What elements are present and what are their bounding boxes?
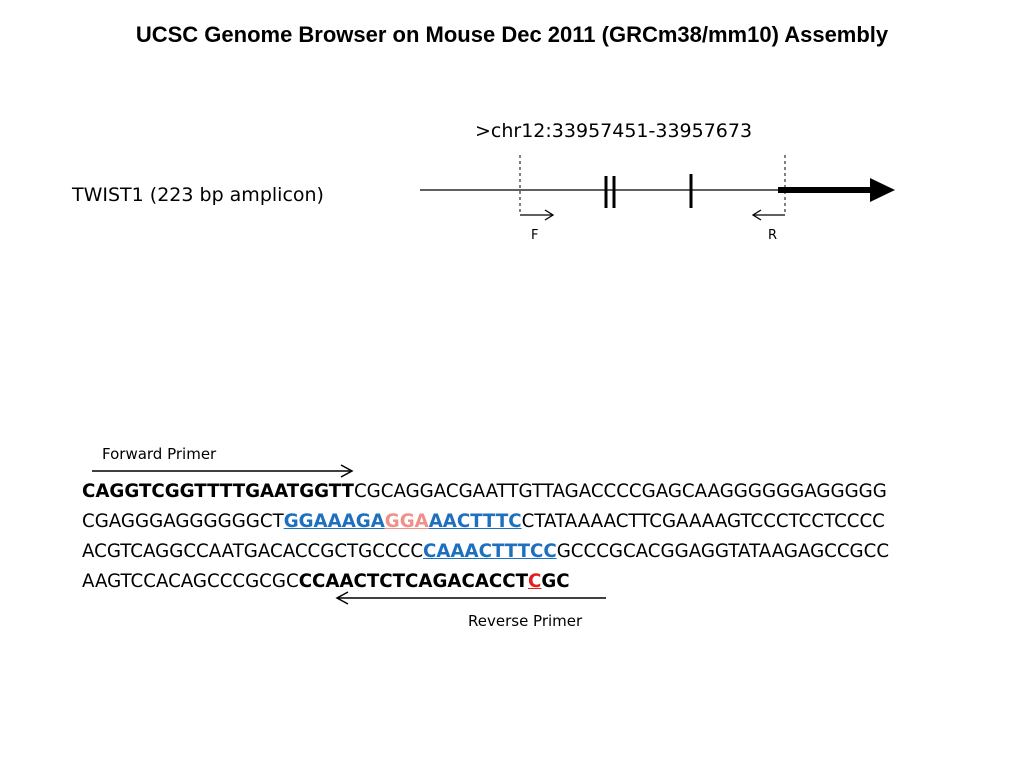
forward-primer-sequence: CAGGTCGGTTTTGAATGGTT [82,481,354,502]
gene-label: TWIST1 (223 bp amplicon) [72,184,324,206]
highlighted-site-2: AACTTTC [428,511,522,532]
highlighted-site-3: CAAACTTTCC [423,541,557,562]
reverse-mark-label: R [768,228,777,243]
sequence-line-3: ACGTCAGGCCAATGACACCGCTGCCCCCAAACTTTCCGCC… [82,537,889,567]
highlighted-site-pink: GGA [384,511,429,532]
sequence-line-4: AAGTCCACAGCCCGCGCCCAACTCTCAGACACCTCGC [82,567,570,597]
reverse-primer-sequence: CCAACTCTCAGACACCT [298,571,528,592]
sequence-line-2: CGAGGGAGGGGGGCTGGAAAGAGGAAACTTTCCTATAAAA… [82,507,885,537]
sequence-segment: CTATAAAACTTCGAAAAGTCCCTCCTCCCC [521,511,885,532]
locus-coordinates: >chr12:33957451-33957673 [475,120,753,142]
sequence-segment: CGAGGGAGGGGGGCT [82,511,284,532]
sequence-segment: ACGTCAGGCCAATGACACCGCTGCCCC [82,541,424,562]
highlighted-site-1: GGAAAGA [283,511,385,532]
reverse-primer-seq-arrow-head [335,591,349,605]
forward-primer-arrow-head [544,209,555,221]
sequence-segment: CGCAGGACGAATTGTTAGACCCCGAGCAAGGGGGGAGGGG… [353,481,887,502]
page-title: UCSC Genome Browser on Mouse Dec 2011 (G… [135,22,889,47]
exon-arrow-head [870,178,895,202]
forward-mark-label: F [531,228,538,243]
forward-primer-seq-arrow-head [340,464,354,478]
forward-primer-label: Forward Primer [102,445,217,463]
reverse-primer-sequence-end: GC [541,571,570,592]
reverse-primer-label: Reverse Primer [468,612,583,630]
highlighted-base-red: C [528,571,542,592]
sequence-segment: AAGTCCACAGCCCGCGC [82,571,299,592]
sequence-segment: GCCCGCACGGAGGTATAAGAGCCGCC [556,541,890,562]
reverse-primer-arrow-head [751,209,762,221]
sequence-line-1: CAGGTCGGTTTTGAATGGTTCGCAGGACGAATTGTTAGAC… [82,477,887,507]
